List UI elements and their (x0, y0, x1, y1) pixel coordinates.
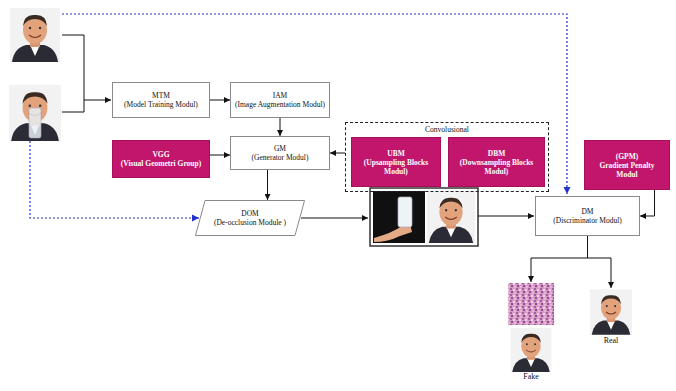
io-parallelogram: DOM(De-occlusion Module ) (195, 200, 305, 236)
node-title: MTM (152, 91, 170, 100)
node-title: GM (274, 144, 286, 153)
glass-occluder (29, 108, 41, 138)
node-title: Real (604, 336, 619, 346)
process-box: DM(Discriminator Modul) (535, 196, 640, 236)
node-subtitle: (Upsampling Blocks Modul) (356, 158, 436, 176)
node-title: DM (581, 207, 593, 216)
node-subtitle: (De-occlusion Module ) (214, 218, 286, 227)
group-box: ConvolusionalUBM(Upsampling Blocks Modul… (345, 122, 549, 192)
node-subtitle: (Model Training Modul) (124, 100, 198, 109)
node-subtitle: (Generator Modul) (252, 153, 309, 162)
image-node: Real (588, 288, 634, 352)
noise-image (508, 283, 554, 325)
dotted-reference-line (62, 14, 567, 194)
node-subtitle: (Discriminator Modul) (553, 216, 622, 225)
flow-connector (210, 100, 230, 101)
input-arrow (84, 100, 111, 101)
node-title: UBM (387, 149, 405, 158)
node-title: IAM (273, 91, 288, 100)
process-box: GM(Generator Modul) (230, 136, 330, 170)
flow-connector (330, 153, 345, 154)
parallelogram-shape (196, 201, 305, 236)
input-line (62, 100, 84, 112)
node-title: VGG (152, 150, 169, 159)
glass (398, 197, 412, 227)
flow-connector (588, 236, 612, 288)
block-box: DBM(Downsampling Blocks Modul) (448, 137, 545, 187)
output-image-background (373, 191, 425, 243)
node-subtitle: Gradient Penalty Modul (589, 161, 665, 179)
process-box: MTM(Model Training Modul) (112, 82, 210, 118)
flow-connector (267, 170, 268, 200)
flow-arrow (301, 218, 368, 219)
node-title: (GPM) (616, 152, 639, 161)
flow-connector (210, 155, 230, 156)
occluded-photo (9, 85, 61, 141)
node-title: DBM (488, 149, 506, 158)
node-subtitle: (Image Augmentation Modul) (235, 100, 325, 109)
input-line (62, 35, 84, 100)
fake-face-image (511, 328, 552, 372)
flow-arrow (478, 216, 534, 217)
input-photo (10, 8, 60, 62)
node-title: Fake (523, 372, 539, 382)
process-box: IAM(Image Augmentation Modul) (230, 82, 330, 118)
node-subtitle: (Downsampling Blocks Modul) (453, 158, 540, 176)
restored-face (427, 191, 475, 243)
block-box: UBM(Upsampling Blocks Modul) (351, 137, 441, 187)
penalty-box: (GPM)Gradient Penalty Modul (584, 140, 670, 190)
output-image-frame (370, 188, 478, 246)
flow-connector (640, 190, 655, 216)
node-title: DOM (241, 209, 259, 218)
node-subtitle: (Visual Geometri Group) (121, 159, 201, 168)
feature-box: VGG(Visual Geometri Group) (112, 140, 210, 178)
image-node: Fake (505, 282, 557, 388)
real-face-image (590, 289, 632, 334)
node-title: Convolusional (425, 125, 469, 134)
flow-connector (280, 118, 281, 136)
flow-connector (531, 236, 588, 282)
